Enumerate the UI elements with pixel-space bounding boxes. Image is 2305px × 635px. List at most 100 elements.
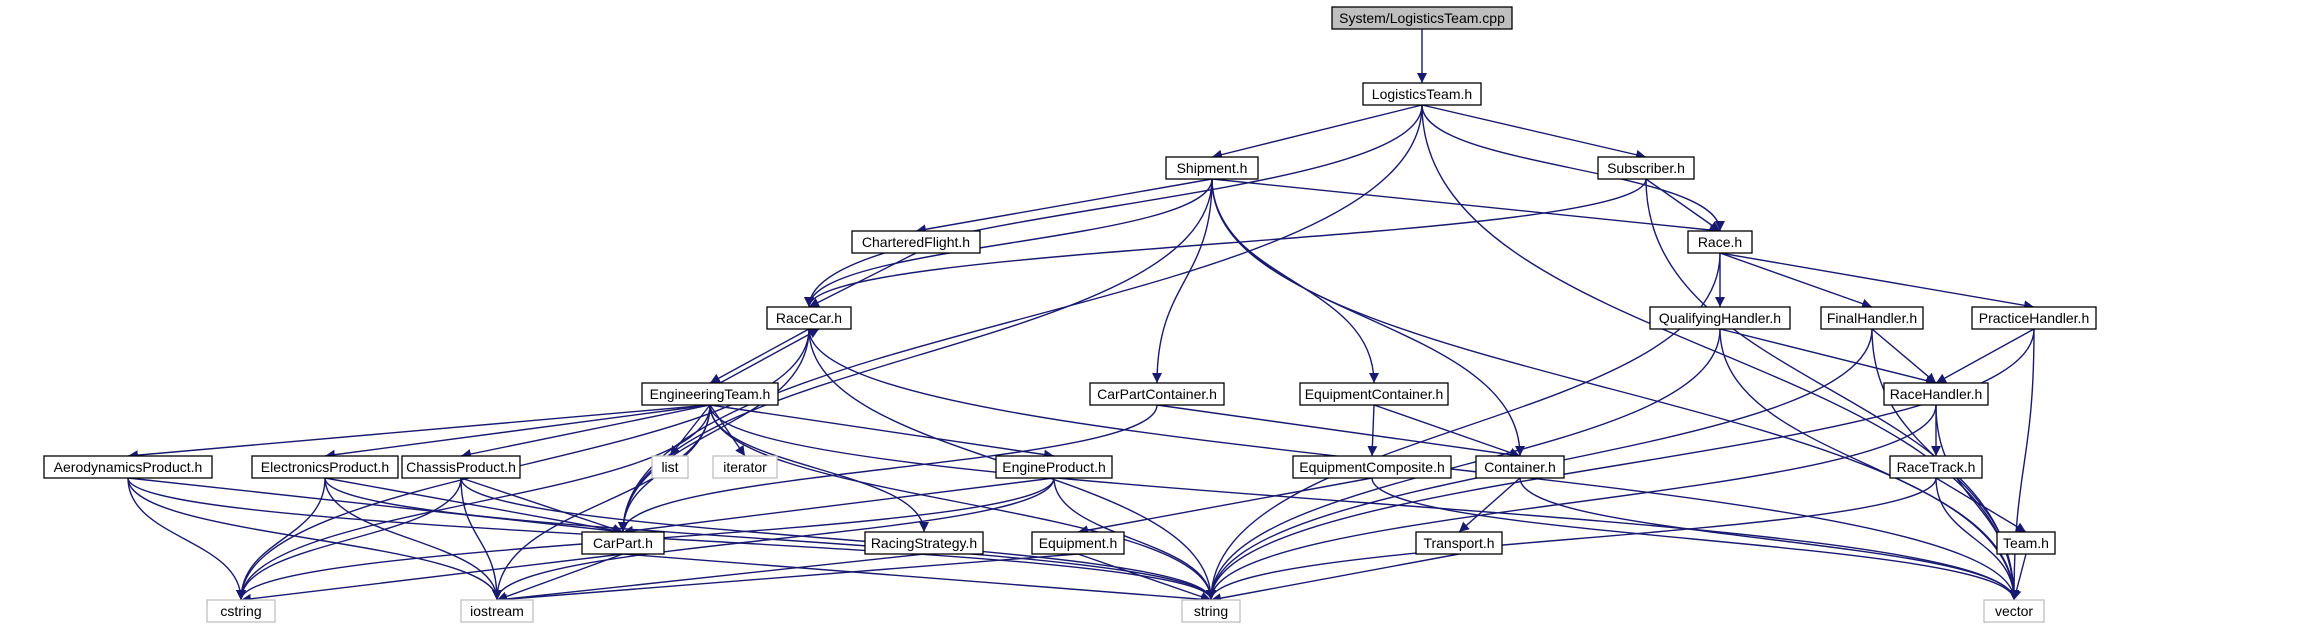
edge-carpartcontainer_h-to-carpart_h: [618, 404, 1158, 533]
node-label: CarPartContainer.h: [1097, 386, 1217, 402]
node-chassisproduct-h[interactable]: ChassisProduct.h: [401, 455, 521, 479]
node-label: Race.h: [1698, 234, 1742, 250]
node-label: ChassisProduct.h: [406, 459, 516, 475]
edge-logisticsteam_h-to-shipment_h: [1211, 104, 1423, 160]
edge-racingstrategy_h-to-iostream: [496, 553, 925, 604]
edge-racetrack_h-to-vector: [1935, 477, 2019, 601]
edge-racecar_h-to-cstring: [236, 328, 810, 601]
node-equipmentcomposite-h[interactable]: EquipmentComposite.h: [1292, 455, 1452, 479]
edge-carpart_h-to-cstring: [240, 553, 624, 604]
node-container-h[interactable]: Container.h: [1475, 455, 1565, 479]
node-label: QualifyingHandler.h: [1659, 310, 1781, 326]
node-engineproduct-h[interactable]: EngineProduct.h: [995, 455, 1113, 479]
edge-shipment_h-to-race_h: [1211, 178, 1721, 235]
dependency-nodes: System/LogisticsTeam.cppLogisticsTeam.hS…: [43, 6, 2097, 623]
node-finalhandler-h[interactable]: FinalHandler.h: [1820, 306, 1924, 330]
edge-carpart_h-to-string: [622, 553, 1212, 605]
node-label: Equipment.h: [1039, 535, 1118, 551]
edge-engineeringteam_h-to-aerodynamicsproduct_h: [127, 404, 711, 461]
node-logisticsteam-cpp: System/LogisticsTeam.cpp: [1331, 6, 1513, 30]
edge-container_h-to-vector: [1519, 477, 2019, 601]
node-box: [1299, 382, 1449, 406]
edge-engineeringteam_h-to-list: [669, 404, 711, 457]
edge-engineeringteam_h-to-iterator: [709, 404, 746, 457]
edge-practicehandler_h-to-racehandler_h: [1935, 328, 2035, 384]
edge-racecar_h-to-carpart_h: [618, 328, 810, 533]
node-racetrack-h[interactable]: RaceTrack.h: [1889, 455, 1983, 479]
edge-racetrack_h-to-string: [1206, 477, 1937, 601]
edge-chassisproduct_h-to-string: [460, 477, 1216, 601]
node-box: [581, 531, 665, 555]
edge-engineeringteam_h-to-racecar_h: [719, 328, 820, 384]
node-equipment-h[interactable]: Equipment.h: [1031, 531, 1125, 555]
node-charteredflight-h[interactable]: CharteredFlight.h: [851, 230, 981, 254]
node-racecar-h[interactable]: RaceCar.h: [766, 306, 852, 330]
edge-aerodynamicsproduct_h-to-carpart_h: [127, 477, 624, 536]
edge-subscriber_h-to-race_h: [1645, 178, 1721, 232]
edge-logisticsteam_h-to-vector: [1421, 104, 2019, 601]
node-box: [1415, 531, 1503, 555]
node-electronicsproduct-h[interactable]: ElectronicsProduct.h: [251, 455, 399, 479]
node-carpartcontainer-h[interactable]: CarPartContainer.h: [1089, 382, 1225, 406]
node-racingstrategy-h[interactable]: RacingStrategy.h: [864, 531, 984, 555]
node-qualifyinghandler-h[interactable]: QualifyingHandler.h: [1649, 306, 1791, 330]
edge-engineproduct_h-to-carpart_h: [622, 477, 1055, 536]
node-label: EngineProduct.h: [1002, 459, 1106, 475]
edge-logisticsteam_h-to-subscriber_h: [1421, 104, 1647, 160]
edge-racehandler_h-to-vector: [1935, 404, 2019, 601]
edge-equipment_h-to-string: [1077, 553, 1212, 602]
edge-race_h-to-finalhandler_h: [1719, 252, 1873, 309]
edge-carpartcontainer_h-to-container_h: [1156, 404, 1521, 460]
node-label: CarPart.h: [593, 535, 653, 551]
edge-aerodynamicsproduct_h-to-cstring: [127, 477, 246, 601]
edge-container_h-to-transport_h: [1458, 477, 1521, 533]
node-box: [1181, 599, 1241, 623]
node-label: FinalHandler.h: [1827, 310, 1917, 326]
node-box: [1362, 82, 1482, 106]
node-label: Team.h: [2003, 535, 2049, 551]
node-engineeringteam-h[interactable]: EngineeringTeam.h: [641, 382, 779, 406]
edge-finalhandler_h-to-racehandler_h: [1871, 328, 1937, 384]
edge-engineeringteam_h-to-chassisproduct_h: [460, 404, 711, 459]
edge-transport_h-to-string: [1210, 553, 1460, 604]
node-box: [43, 455, 213, 479]
node-label: AerodynamicsProduct.h: [54, 459, 203, 475]
edge-engineeringteam_h-to-iostream: [492, 404, 711, 601]
edge-race_h-to-practicehandler_h: [1719, 252, 2035, 311]
node-box: [864, 531, 984, 555]
node-iostream: iostream: [460, 599, 534, 623]
node-box: [1996, 531, 2056, 555]
edge-logisticsteam_h-to-racecar_h: [804, 104, 1423, 308]
node-transport-h[interactable]: Transport.h: [1415, 531, 1503, 555]
node-logisticsteam-h[interactable]: LogisticsTeam.h: [1362, 82, 1482, 106]
node-race-h[interactable]: Race.h: [1687, 230, 1753, 254]
edge-electronicsproduct_h-to-string: [324, 477, 1216, 601]
node-carpart-h[interactable]: CarPart.h: [581, 531, 665, 555]
node-shipment-h[interactable]: Shipment.h: [1165, 156, 1259, 180]
node-label: EquipmentContainer.h: [1305, 386, 1444, 402]
node-box: [1889, 455, 1983, 479]
node-label: Transport.h: [1423, 535, 1494, 551]
node-box: [851, 230, 981, 254]
node-box: [1165, 156, 1259, 180]
node-aerodynamicsproduct-h[interactable]: AerodynamicsProduct.h: [43, 455, 213, 479]
edge-equipment_h-to-iostream: [496, 553, 1079, 605]
node-box: [206, 599, 276, 623]
node-label: iterator: [723, 459, 767, 475]
node-racehandler-h[interactable]: RaceHandler.h: [1883, 382, 1989, 406]
edge-qualifyinghandler_h-to-string: [1206, 328, 1721, 601]
node-label: RacingStrategy.h: [871, 535, 977, 551]
node-box: [766, 306, 852, 330]
edge-equipmentcontainer_h-to-container_h: [1373, 404, 1521, 458]
node-label: System/LogisticsTeam.cpp: [1339, 10, 1505, 26]
node-box: [1649, 306, 1791, 330]
node-team-h[interactable]: Team.h: [1996, 531, 2056, 555]
node-equipmentcontainer-h[interactable]: EquipmentContainer.h: [1299, 382, 1449, 406]
node-subscriber-h[interactable]: Subscriber.h: [1597, 156, 1695, 180]
node-box: [1687, 230, 1753, 254]
node-practicehandler-h[interactable]: PracticeHandler.h: [1971, 306, 2097, 330]
edge-logisticsteam_h-to-race_h: [1421, 104, 1725, 232]
node-box: [641, 382, 779, 406]
edge-electronicsproduct_h-to-iostream: [324, 477, 502, 601]
edge-engineproduct_h-to-string: [1053, 477, 1216, 601]
